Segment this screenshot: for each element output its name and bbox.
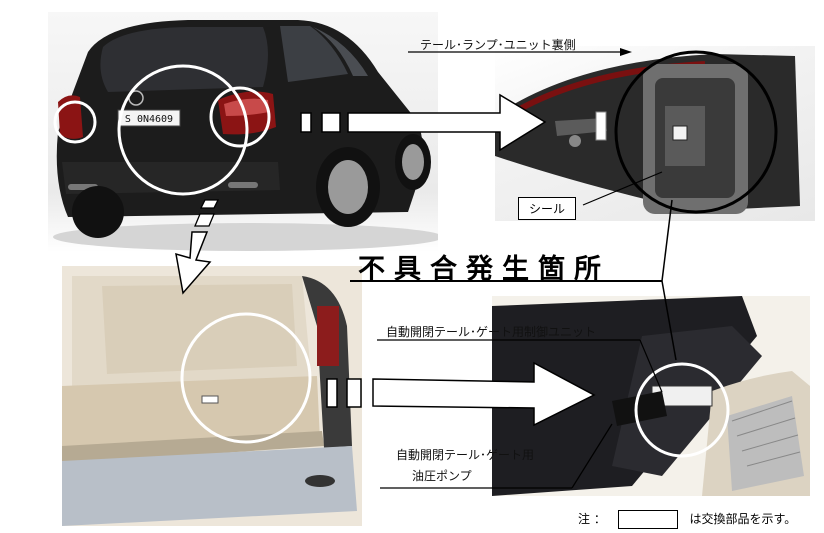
legend-note: 注 ： は交換部品を示す。 <box>578 510 796 529</box>
defect-location-title: 不具合発生箇所 <box>358 254 610 285</box>
pump-label-line2: 油圧ポンプ <box>412 469 472 483</box>
arrow-right-icon <box>326 361 596 427</box>
control-unit-circle <box>634 362 730 458</box>
right-lamp-circle <box>209 86 271 148</box>
replacement-part-box <box>617 510 678 529</box>
arrow-right-icon <box>300 93 547 152</box>
trunk-interior-photo <box>62 266 362 526</box>
tail-lamp-back-label: テール･ランプ･ユニット裏側 <box>420 38 576 52</box>
lamp-detail-circle <box>614 50 778 214</box>
trunk-illustration <box>62 266 362 526</box>
seal-label: シール <box>518 197 577 220</box>
car-rear-illustration: S 0N4609 <box>53 20 443 251</box>
control-unit-label: 自動開閉テール･ゲート用制御ユニット <box>386 325 597 339</box>
trunk-circle <box>180 312 312 444</box>
pump-label-line1: 自動開閉テール･ゲート用 <box>396 448 535 462</box>
left-lamp-circle <box>53 100 97 144</box>
note-prefix: 注 ： <box>578 512 606 526</box>
arrow-down-icon <box>175 199 220 295</box>
tailgate-circle <box>117 64 249 196</box>
license-plate: S 0N4609 <box>125 114 173 125</box>
note-suffix: は交換部品を示す。 <box>689 512 797 526</box>
